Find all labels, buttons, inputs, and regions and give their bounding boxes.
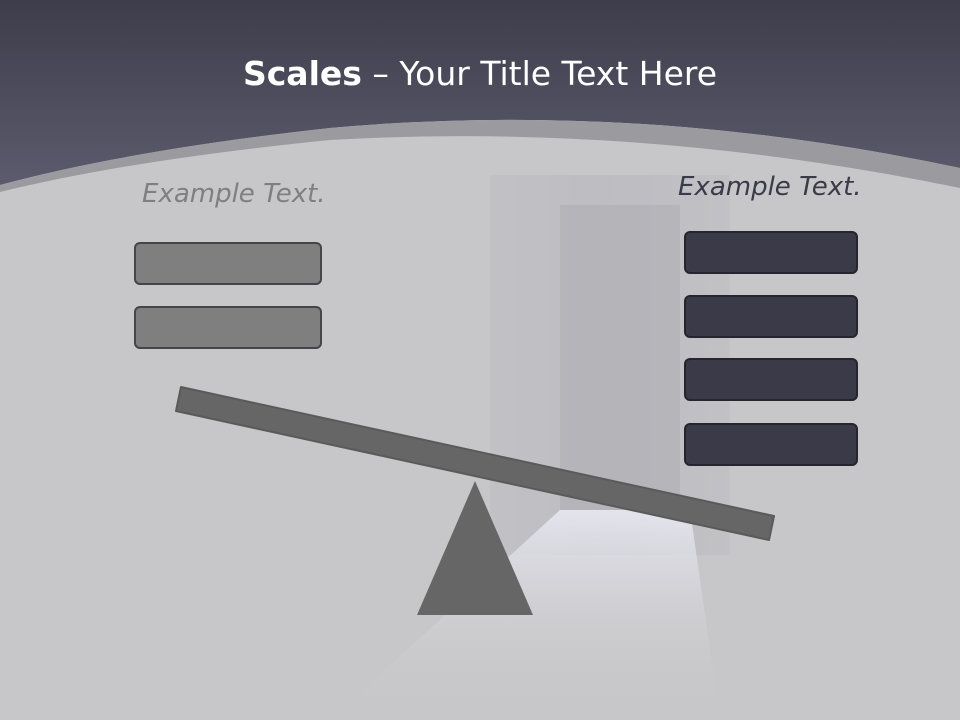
title-bold-part: Scales [242,54,362,93]
left-box-1 [134,242,322,285]
right-box-1 [684,231,858,274]
right-box-4 [684,423,858,466]
page-title: Scales – Your Title Text Here [0,52,960,96]
fulcrum-triangle [417,481,533,615]
right-label: Example Text. [678,172,862,202]
left-label: Example Text. [142,179,326,209]
left-box-2 [134,306,322,349]
doorway-inner [560,205,680,510]
right-box-2 [684,295,858,338]
title-rest-part: – Your Title Text Here [361,54,718,93]
right-box-3 [684,358,858,401]
header-band [0,0,960,185]
scale-beam [175,386,775,541]
header-accent-curve [0,119,960,192]
